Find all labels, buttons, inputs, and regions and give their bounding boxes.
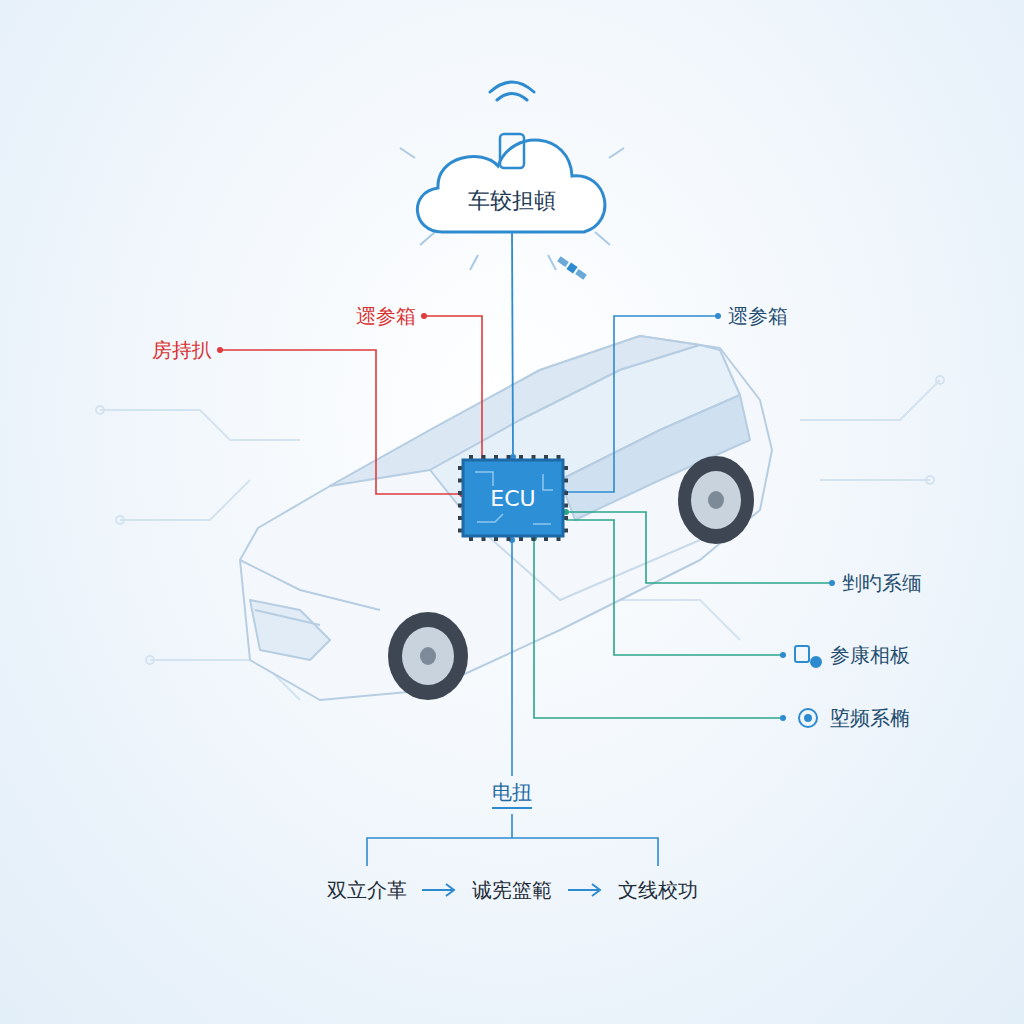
part-label: 埅频系椭 — [830, 706, 910, 730]
car-illustration — [240, 336, 772, 700]
part-label: 遝参箱 — [728, 304, 788, 328]
ecu-chip: ECU — [463, 460, 563, 536]
flow-step: 双立介革 — [327, 878, 407, 902]
part-label: 房持扒 — [152, 338, 212, 362]
part-label: 参康相板 — [830, 643, 910, 667]
flow-step: 文线校功 — [618, 878, 698, 902]
chip-label: ECU — [490, 486, 535, 511]
flow-step: 诚宪篮範 — [472, 878, 552, 902]
power-label: 电扭 — [492, 780, 532, 804]
connector — [510, 232, 516, 460]
leader-lines — [222, 316, 830, 866]
underline — [492, 807, 532, 809]
wifi-symbol — [490, 82, 534, 100]
part-label: 剉旳系缅 — [842, 571, 922, 595]
cloud-node: 车较担頓 — [412, 148, 612, 232]
satellite-icon — [557, 256, 588, 281]
leader-dots — [217, 313, 835, 721]
small-icons — [795, 646, 821, 727]
part-label: 遝参箱 — [356, 304, 416, 328]
cloud-title: 车较担頓 — [468, 186, 556, 216]
